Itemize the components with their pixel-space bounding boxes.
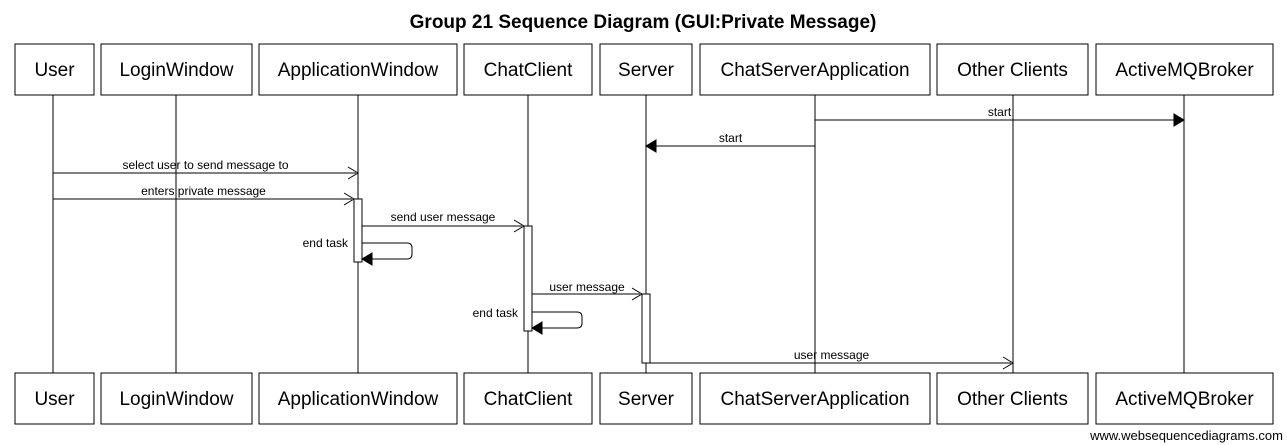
participant-box <box>599 372 693 425</box>
message-8: end task <box>473 306 583 335</box>
participant-activemqbroker-bottom: ActiveMQBroker <box>1095 372 1274 425</box>
arrowhead-open <box>513 219 525 233</box>
message-label: end task <box>473 306 519 320</box>
participant-user-bottom: User <box>14 372 95 425</box>
participant-box <box>14 43 95 96</box>
message-4: enters private message <box>53 184 355 206</box>
participant-box <box>463 372 593 425</box>
participant-label: ApplicationWindow <box>278 389 439 410</box>
participant-user-top: User <box>14 43 95 96</box>
participant-box <box>1095 43 1274 96</box>
participant-box <box>936 372 1089 425</box>
participant-activemqbroker-top: ActiveMQBroker <box>1095 43 1274 96</box>
message-1: start <box>815 105 1185 127</box>
message-label: start <box>719 131 743 145</box>
message-line <box>532 311 583 329</box>
participant-chatserverapplication-bottom: ChatServerApplication <box>699 372 931 425</box>
activation-bar-applicationwindow <box>353 198 363 263</box>
message-9: user message <box>650 348 1014 370</box>
participant-chatclient-bottom: ChatClient <box>463 372 593 425</box>
message-5: send user message <box>362 210 525 233</box>
arrowhead-open <box>1002 356 1014 370</box>
lifelines <box>52 95 1185 373</box>
participant-label: ApplicationWindow <box>278 60 439 81</box>
participant-label: ChatServerApplication <box>720 389 909 410</box>
arrowhead-solid <box>531 321 543 335</box>
participant-label: LoginWindow <box>119 389 233 410</box>
participant-label: ActiveMQBroker <box>1115 60 1254 81</box>
participants-bottom: User LoginWindow ApplicationWindow ChatClie… <box>14 372 1274 425</box>
credit-text: www.websequencediagrams.com <box>1089 428 1283 443</box>
participant-label: Other Clients <box>957 60 1068 81</box>
participant-box <box>699 43 931 96</box>
participant-box <box>936 43 1089 96</box>
message-6: end task <box>303 236 413 266</box>
messages: start start select user to send message to… <box>53 105 1185 370</box>
message-label: send user message <box>391 210 496 224</box>
participant-box <box>463 43 593 96</box>
participant-label: Other Clients <box>957 389 1068 410</box>
message-label: end task <box>303 236 349 250</box>
participant-box <box>599 43 693 96</box>
message-label: select user to send message to <box>122 158 288 172</box>
participant-box <box>100 372 253 425</box>
participant-server-top: Server <box>599 43 693 96</box>
participant-box <box>1095 372 1274 425</box>
participant-applicationwindow-top: ApplicationWindow <box>258 43 458 96</box>
message-label: enters private message <box>141 184 266 198</box>
participant-chatserverapplication-top: ChatServerApplication <box>699 43 931 96</box>
participant-chatclient-top: ChatClient <box>463 43 593 96</box>
participant-label: Server <box>618 389 675 410</box>
participant-label: User <box>34 389 75 410</box>
arrowhead-solid <box>645 139 657 153</box>
arrowhead-open <box>343 192 355 206</box>
participant-box <box>258 43 458 96</box>
participant-loginwindow-top: LoginWindow <box>100 43 253 96</box>
arrowhead-open <box>631 287 643 301</box>
activation-bar-server <box>641 293 651 364</box>
message-7: user message <box>532 280 643 301</box>
participant-label: ActiveMQBroker <box>1115 389 1254 410</box>
participant-loginwindow-bottom: LoginWindow <box>100 372 253 425</box>
participants-top: User LoginWindow ApplicationWindow ChatClie… <box>14 43 1274 96</box>
diagram-title: Group 21 Sequence Diagram (GUI:Private M… <box>410 12 877 33</box>
participant-label: ChatClient <box>484 389 573 410</box>
participant-other-clients-bottom: Other Clients <box>936 372 1089 425</box>
participant-applicationwindow-bottom: ApplicationWindow <box>258 372 458 425</box>
message-2: start <box>645 131 815 153</box>
message-label: user message <box>549 280 625 294</box>
participant-label: User <box>34 60 75 81</box>
participant-box <box>100 43 253 96</box>
arrowhead-solid <box>361 252 373 266</box>
participant-box <box>14 372 95 425</box>
message-label: start <box>988 105 1012 119</box>
activations <box>353 198 651 364</box>
participant-label: ChatClient <box>484 60 573 81</box>
message-label: user message <box>794 348 870 362</box>
participant-box <box>258 372 458 425</box>
participant-box <box>699 372 931 425</box>
participant-label: LoginWindow <box>119 60 233 81</box>
participant-label: ChatServerApplication <box>720 60 909 81</box>
activation-bar-chatclient <box>523 225 533 332</box>
participant-server-bottom: Server <box>599 372 693 425</box>
message-3: select user to send message to <box>53 158 359 180</box>
message-line <box>362 242 413 260</box>
participant-label: Server <box>618 60 675 81</box>
participant-other-clients-top: Other Clients <box>936 43 1089 96</box>
arrowhead-open <box>347 166 359 180</box>
arrowhead-solid <box>1173 113 1185 127</box>
